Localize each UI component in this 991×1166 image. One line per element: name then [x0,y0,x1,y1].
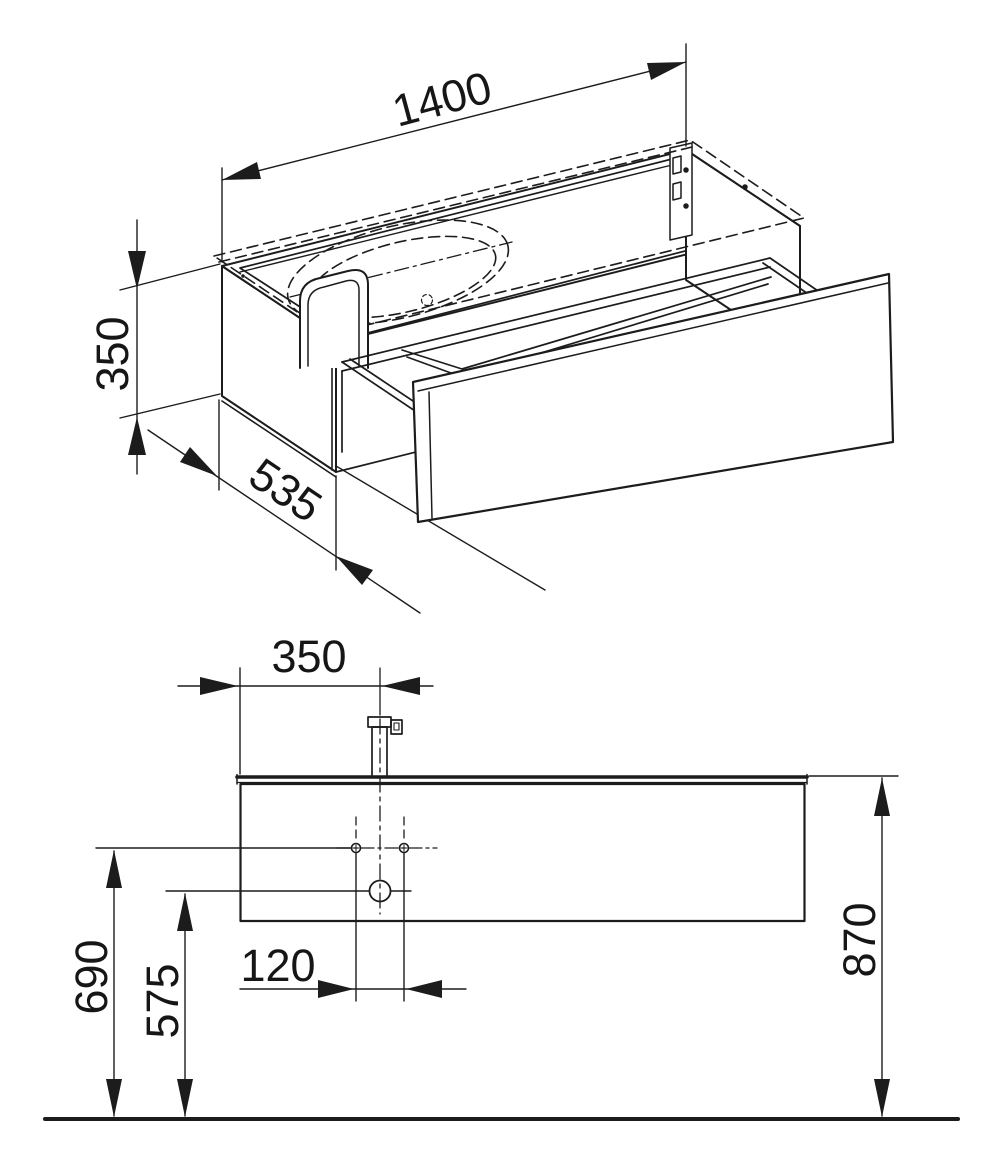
countertop-thickness-line [218,146,693,263]
dimension-width-1400 [221,43,687,263]
dimension-tap-offset-350 [177,677,434,695]
dimension-line [221,61,687,181]
mounting-bracket [669,142,748,241]
dim-label-870: 870 [834,902,885,977]
dimension-height-350 [119,219,221,475]
arrowhead [318,980,354,998]
arrowhead [222,162,261,180]
dimension-height-575 [177,893,193,1117]
drawer-runner [335,465,546,591]
drawer [335,257,895,591]
drain-hole-dashed [420,293,434,307]
arrowhead [177,893,193,931]
dimension-height-690 [106,850,122,1117]
dim-label-tap-offset: 350 [271,631,346,682]
drawer-front-left-edge2 [428,391,433,519]
faucet-spout [390,719,403,735]
centerlines [336,667,438,915]
arrowhead [336,556,373,585]
dimension-hole-spacing-120 [239,980,467,998]
arrowhead [647,62,686,80]
carcass-left-panel-bottom-edge2 [221,400,337,478]
dim-label-575: 575 [137,963,188,1038]
arrowhead [106,1079,122,1117]
countertop-outline [213,139,805,335]
extension-line [119,393,221,419]
arrowhead [382,677,420,695]
drawer-divider-rail [401,276,772,370]
drawer-back-wall-edge [341,257,771,363]
back-rail [239,163,677,273]
drawer-front-top-edge2 [417,282,889,392]
dimension-height-870 [874,777,890,1117]
arrowhead [128,417,146,455]
arrowhead [406,980,442,998]
counter-slab [235,773,809,785]
dim-label-width: 1400 [387,61,497,136]
dim-label-hole-spacing: 120 [240,940,315,991]
arrowhead [128,251,146,289]
dim-label-height: 350 [87,316,138,391]
isometric-view: 1400 350 535 [87,43,895,614]
arrowhead [200,677,238,695]
arrowhead [106,850,122,888]
reference-lines [95,667,899,1002]
arrowhead [177,1079,193,1117]
dim-label-690: 690 [66,939,117,1014]
cabinet-body [239,782,806,923]
siphon-recess [299,269,369,369]
washbasin-outline [286,219,510,325]
faucet [367,716,403,778]
arrowhead [874,1079,890,1117]
arrowhead [180,447,217,476]
drawer-front-panel [411,272,895,524]
dimension-depth-535 [147,399,421,614]
front-elevation-view: 350 120 690 575 870 [43,631,960,1121]
arrowhead [874,778,890,816]
shelf-pin-hole [241,274,245,278]
